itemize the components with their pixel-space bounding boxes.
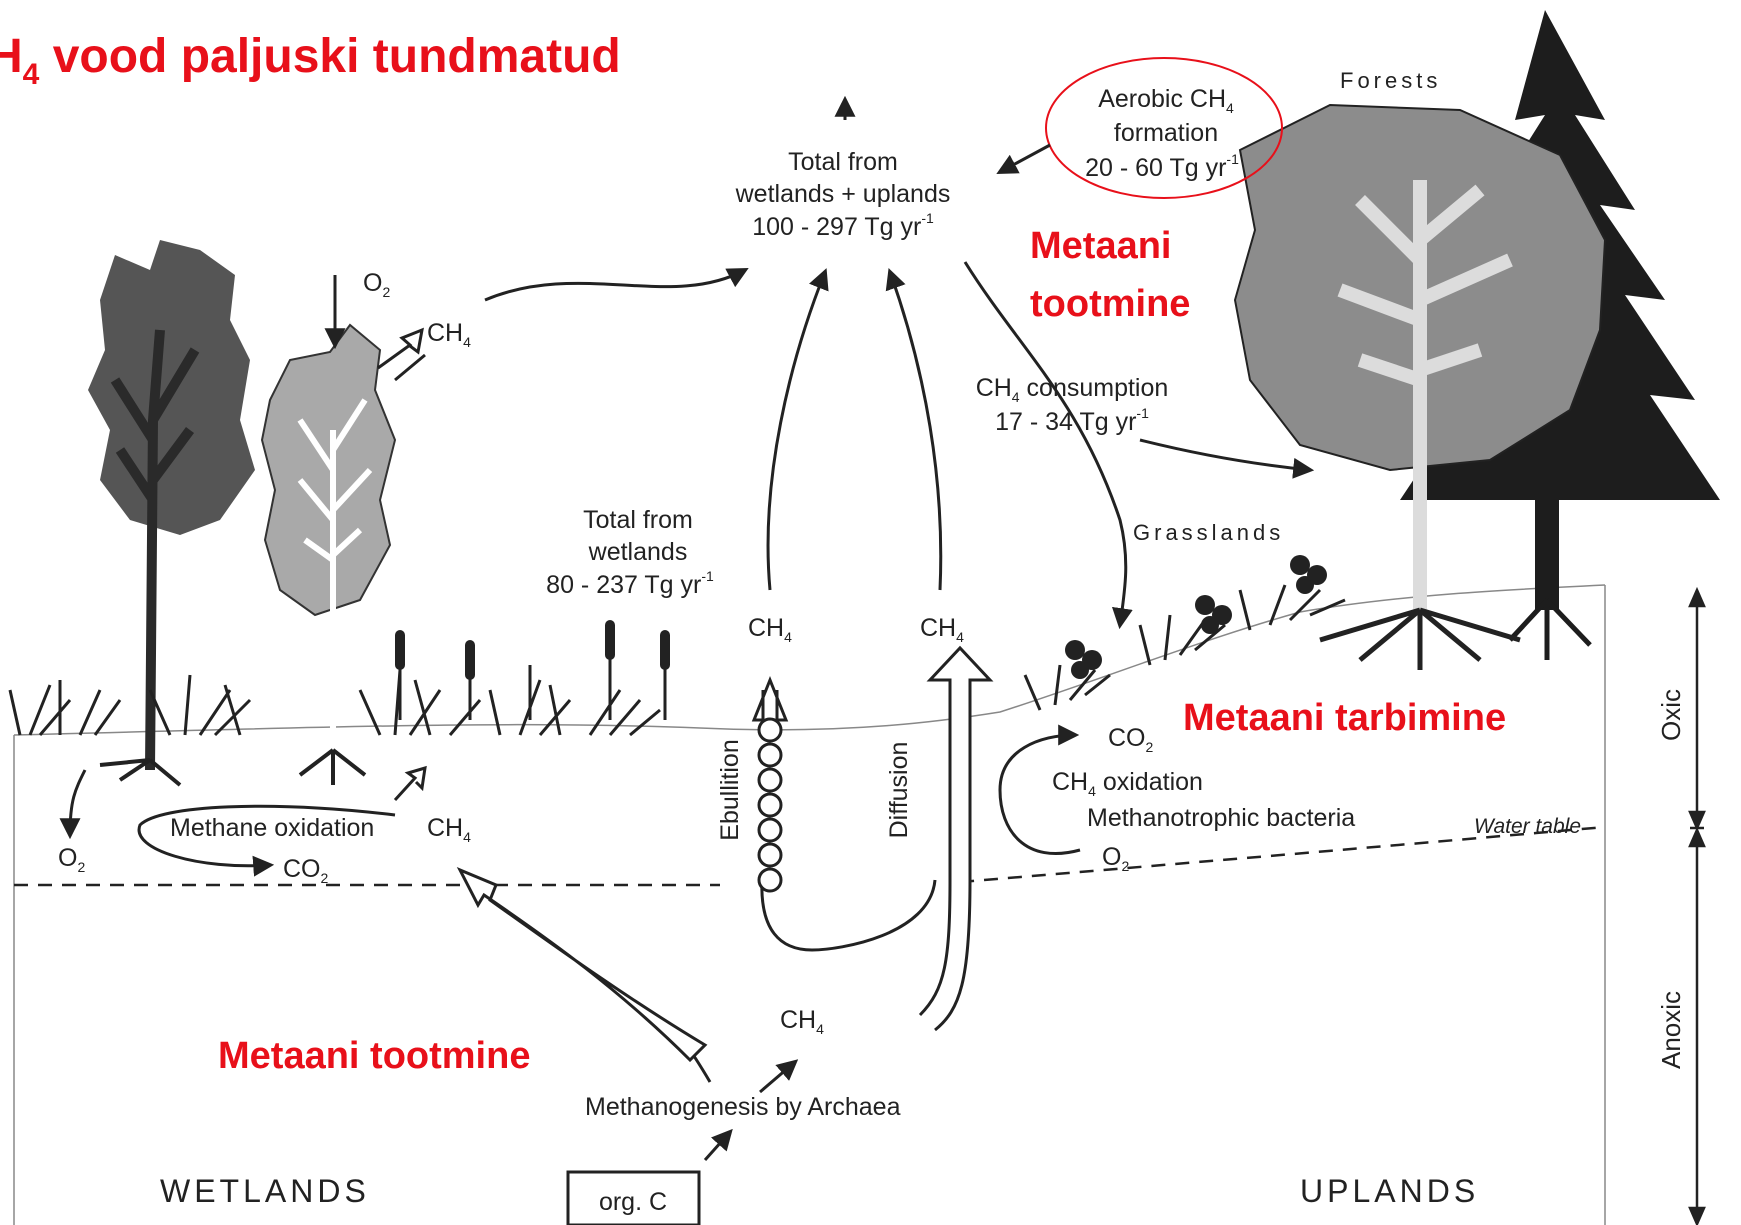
aerobic-formation-label: Aerobic CH4 formation 20 - 60 Tg yr-1 <box>1085 85 1239 182</box>
co2-upland-label: CO2 <box>1108 724 1154 755</box>
diffusion-label: Diffusion <box>885 742 913 839</box>
ch4-methanogenesis-label: CH4 <box>780 1006 824 1037</box>
anoxic-label: Anoxic <box>1656 991 1686 1069</box>
o2-upland-label: O2 <box>1102 843 1129 874</box>
annotation-methane-production-bottom: Metaani tootmine <box>218 1035 530 1077</box>
wetlands-flux-label: Total from wetlands 80 - 237 Tg yr-1 <box>546 506 714 599</box>
methane-oxidation-label: Methane oxidation <box>170 814 374 842</box>
org-c-label: org. C <box>599 1188 667 1216</box>
ebullition-label: Ebullition <box>716 739 744 840</box>
svg-text:17 - 34 Tg yr-1: 17 - 34 Tg yr-1 <box>995 405 1149 436</box>
svg-text:100 - 297 Tg yr-1: 100 - 297 Tg yr-1 <box>752 210 934 241</box>
o2-root-label: O2 <box>58 844 85 875</box>
ch4-diffusion-label: CH4 <box>920 614 964 645</box>
ch4-plant-emission-label: CH4 <box>427 319 471 350</box>
svg-text:wetlands + uplands: wetlands + uplands <box>735 180 951 208</box>
cattail-icon <box>395 620 670 680</box>
svg-text:CH4 consumption: CH4 consumption <box>976 374 1169 405</box>
svg-text:Total from: Total from <box>788 148 898 176</box>
total-flux-label: Total from wetlands + uplands 100 - 297 … <box>735 148 951 241</box>
svg-text:20 - 60 Tg yr-1: 20 - 60 Tg yr-1 <box>1085 151 1239 182</box>
svg-text:formation: formation <box>1114 119 1218 147</box>
ch4-soil-label: CH4 <box>427 814 471 845</box>
svg-text:Total from: Total from <box>583 506 693 534</box>
ebullition-bubbles-icon <box>759 719 781 891</box>
grasslands-label: Grasslands <box>1133 520 1284 545</box>
o2-plant-label: O2 <box>363 269 390 300</box>
oxic-anoxic-scale <box>1690 590 1704 1224</box>
forests-label: Forests <box>1340 68 1441 93</box>
clover-icon <box>1065 555 1327 679</box>
light-tree-icon <box>262 325 395 785</box>
ch4-ebullition-label: CH4 <box>748 614 792 645</box>
uplands-label: UPLANDS <box>1300 1173 1479 1209</box>
co2-wetland-label: CO2 <box>283 855 329 886</box>
svg-text:80 - 237 Tg yr-1: 80 - 237 Tg yr-1 <box>546 568 714 599</box>
annotation-methane-production-top-2: tootmine <box>1030 283 1190 325</box>
annotation-methane-production-top: Metaani <box>1030 225 1171 267</box>
wetlands-label: WETLANDS <box>160 1173 370 1209</box>
methanotrophic-label: Methanotrophic bacteria <box>1087 804 1355 832</box>
annotation-methane-consumption: Metaani tarbimine <box>1183 697 1506 739</box>
water-table-label: Water table <box>1474 815 1581 838</box>
svg-text:wetlands: wetlands <box>588 538 688 566</box>
consumption-label: CH4 consumption 17 - 34 Tg yr-1 <box>976 374 1169 436</box>
ch4-oxidation-label: CH4 oxidation <box>1052 768 1203 799</box>
slide-title: H4 vood paljuski tundmatud <box>0 30 621 91</box>
svg-text:Aerobic CH4: Aerobic CH4 <box>1098 85 1234 116</box>
methanogenesis-label: Methanogenesis by Archaea <box>585 1093 901 1121</box>
wetland-grass-icon <box>10 630 665 735</box>
oxic-label: Oxic <box>1656 689 1686 741</box>
